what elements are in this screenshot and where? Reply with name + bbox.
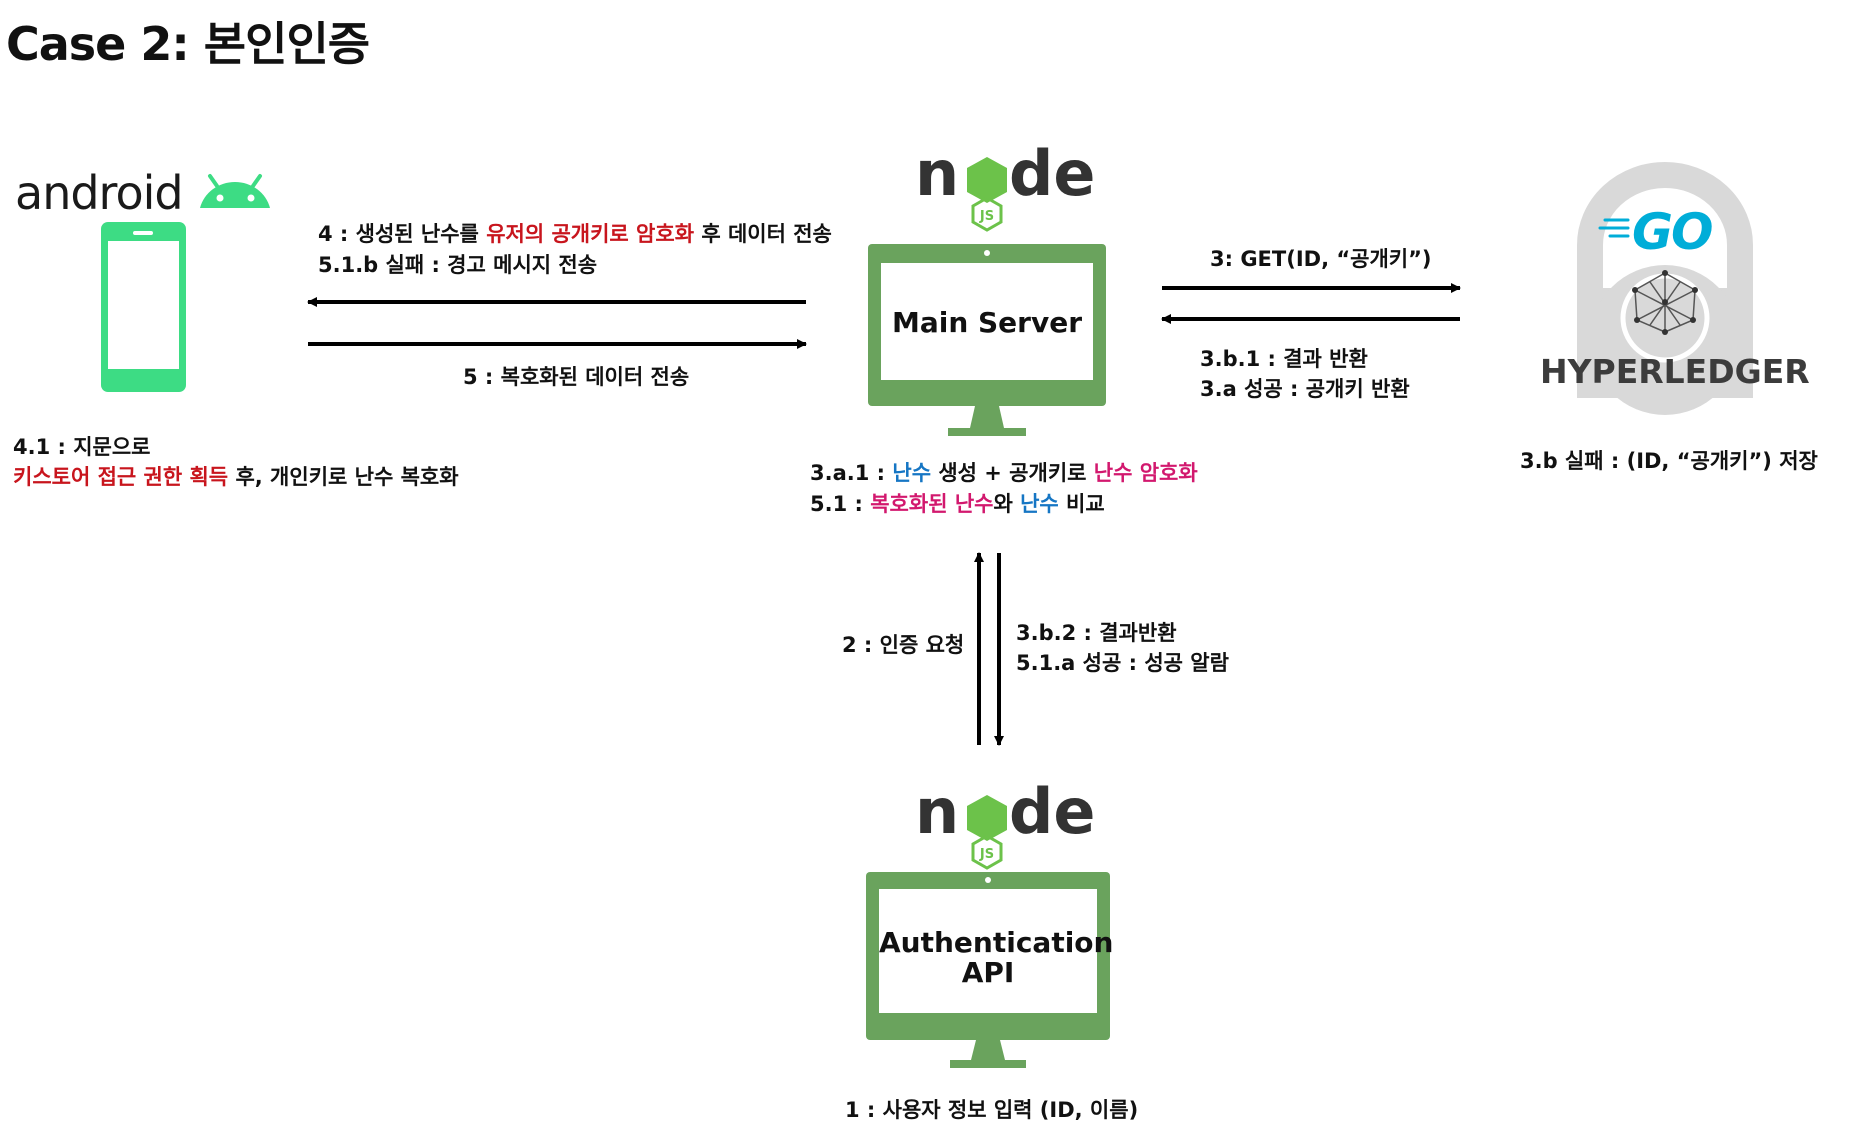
label-step3: 3: GET(ID, “공개키”) (1210, 247, 1432, 271)
main-server-label: Main Server (891, 306, 1083, 339)
label-step3-a-1-mid: 생성 + 공개키로 (931, 461, 1094, 485)
label-step3-a-1-prefix: 3.a.1 : (810, 461, 893, 485)
go-wordmark: GO (1632, 203, 1714, 261)
label-step4: 4 : 생성된 난수를 유저의 공개키로 암호화 후 데이터 전송 (318, 219, 832, 250)
label-step5-1-a: 5.1.a 성공 : 성공 알람 (1016, 651, 1229, 675)
label-step4-1-highlight: 키스토어 접근 권한 획득 (13, 465, 229, 489)
nodejs-logo-icon: n de JS (915, 137, 1095, 232)
label-step4-1-line2: 키스토어 접근 권한 획득 후, 개인키로 난수 복호화 (13, 462, 459, 493)
android-robot-icon (200, 174, 270, 208)
android-wordmark: android (15, 166, 184, 220)
auth-api-label: Authentication API (879, 926, 1114, 989)
label-step3-a-1-pink: 난수 암호화 (1093, 461, 1198, 485)
main-server-monitor-icon (868, 244, 1106, 436)
label-step5-1: 5.1 : 복호화된 난수와 난수 비교 (810, 489, 1105, 520)
hyperledger-logo-icon (1577, 162, 1753, 415)
svg-text:JS: JS (979, 847, 994, 862)
label-step3-b-1: 3.b.1 : 결과 반환 (1200, 347, 1368, 371)
page-title: Case 2: 본인인증 (6, 17, 370, 71)
label-step4-highlight: 유저의 공개키로 암호화 (486, 222, 695, 246)
label-step5-1-suffix: 비교 (1058, 492, 1105, 516)
auth-api-label-line2: API (961, 956, 1015, 989)
svg-text:JS: JS (979, 209, 994, 224)
label-step3-a: 3.a 성공 : 공개키 반환 (1200, 377, 1410, 401)
svg-text:n: n (915, 775, 959, 848)
nodejs-logo-icon-2: n de JS (915, 775, 1095, 870)
svg-text:de: de (1009, 775, 1095, 848)
auth-api-monitor-icon (866, 872, 1110, 1068)
svg-text:n: n (915, 137, 959, 210)
label-step5-1-blue: 난수 (1020, 492, 1059, 516)
label-step2: 2 : 인증 요청 (842, 633, 965, 657)
label-step3-b-2: 3.b.2 : 결과반환 (1016, 621, 1177, 645)
label-step3-a-1: 3.a.1 : 난수 생성 + 공개키로 난수 암호화 (810, 458, 1198, 489)
label-step4-1-line1: 4.1 : 지문으로 (13, 435, 151, 459)
hyperledger-wordmark: HYPERLEDGER (1540, 352, 1810, 391)
label-step3-a-1-blue: 난수 (892, 461, 932, 485)
label-step5-1-pink: 복호화된 난수 (870, 492, 994, 516)
label-step5-1-b: 5.1.b 실패 : 경고 메시지 전송 (318, 253, 598, 277)
label-step1: 1 : 사용자 정보 입력 (ID, 이름) (845, 1098, 1139, 1122)
phone-icon (101, 222, 186, 392)
label-step3-b: 3.b 실패 : (ID, “공개키”) 저장 (1520, 449, 1818, 473)
go-logo-icon (1598, 218, 1630, 238)
auth-api-label-line1: Authentication (879, 926, 1114, 959)
label-step4-suffix: 후 데이터 전송 (694, 222, 832, 246)
label-step4-prefix: 4 : 생성된 난수를 (318, 222, 487, 246)
label-step4-1-suffix: 후, 개인키로 난수 복호화 (228, 465, 459, 489)
label-step5: 5 : 복호화된 데이터 전송 (463, 365, 690, 389)
svg-text:de: de (1009, 137, 1095, 210)
label-step5-1-mid: 와 (993, 492, 1021, 516)
label-step5-1-prefix: 5.1 : (810, 492, 871, 516)
